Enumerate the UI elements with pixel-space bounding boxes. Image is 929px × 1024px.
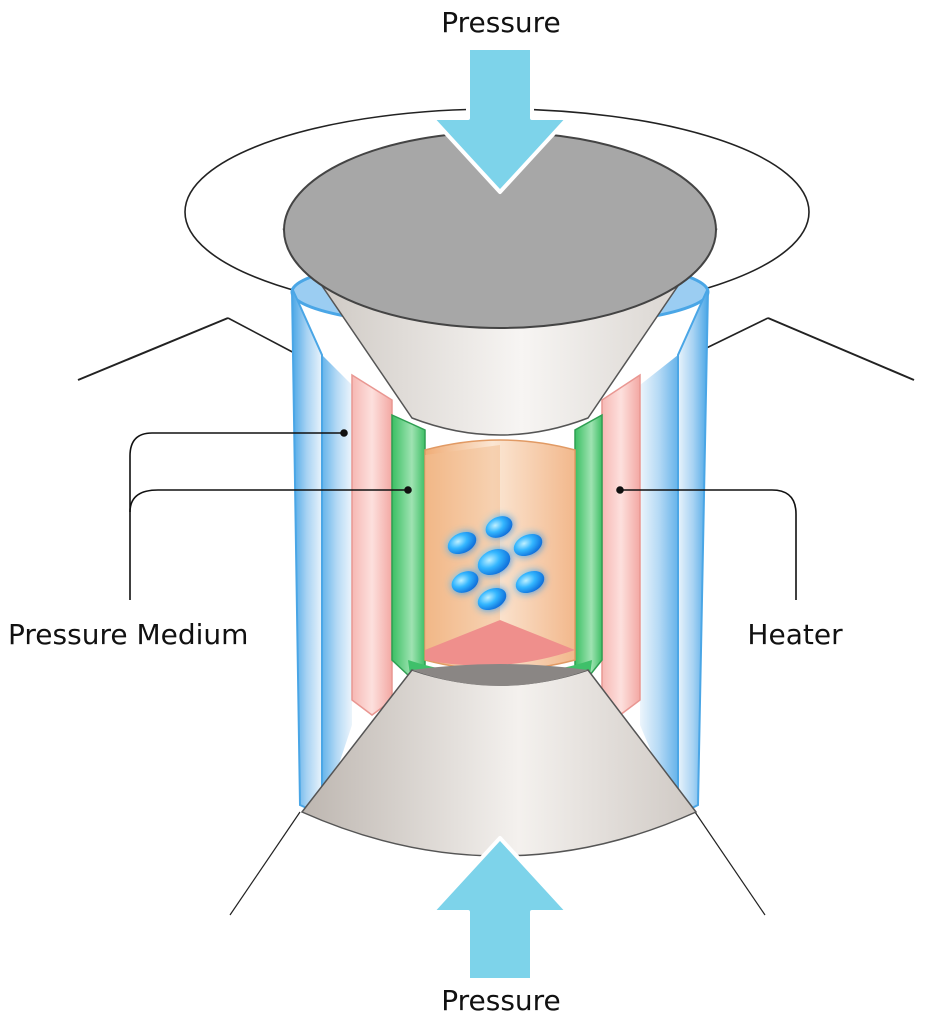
down-arrow-icon — [430, 46, 570, 194]
heater-layer — [351, 373, 641, 716]
heater-right — [601, 373, 641, 716]
grain — [451, 571, 479, 593]
pressure-medium-right-wall — [677, 287, 709, 817]
frame-link-left — [227, 317, 301, 357]
pressure-medium-right-inner — [640, 355, 678, 815]
frame-line-right-upper — [767, 317, 915, 381]
bottom-anvil — [300, 664, 698, 857]
heater-left — [351, 373, 393, 716]
sleeve-right — [574, 413, 603, 677]
leader-pressure-medium-upper — [129, 432, 344, 600]
crystal-grains-icon — [447, 516, 545, 611]
grain — [477, 587, 507, 611]
pressure-bottom-label: Pressure — [441, 984, 561, 1017]
pressure-medium-left-inner — [322, 355, 352, 815]
capsule-floor — [425, 620, 575, 666]
leader-pressure-medium-lower — [129, 489, 408, 513]
leader-dot — [616, 486, 624, 494]
callout-leaders — [129, 429, 797, 600]
frame-line-left-upper — [77, 317, 229, 381]
pressure-medium-left-wall — [291, 287, 323, 817]
grain — [485, 516, 513, 538]
leader-dot — [340, 429, 348, 437]
top-anvil — [282, 131, 718, 436]
grain — [477, 548, 511, 576]
leader-dot — [404, 486, 412, 494]
pressure-top-label: Pressure — [441, 6, 561, 39]
sleeve-left — [391, 413, 426, 676]
pressure-arrows — [430, 46, 570, 982]
leader-heater — [620, 489, 797, 600]
grain — [447, 531, 477, 555]
pressure-medium-label: Pressure Medium — [8, 618, 248, 651]
grain — [515, 570, 545, 594]
frame-line-left-lower — [229, 811, 301, 916]
heater-label: Heater — [747, 618, 843, 651]
grain — [513, 533, 543, 557]
bottom-anvil-top-face — [412, 664, 588, 686]
up-arrow-icon — [430, 836, 570, 982]
frame-line-right-lower — [694, 811, 766, 916]
